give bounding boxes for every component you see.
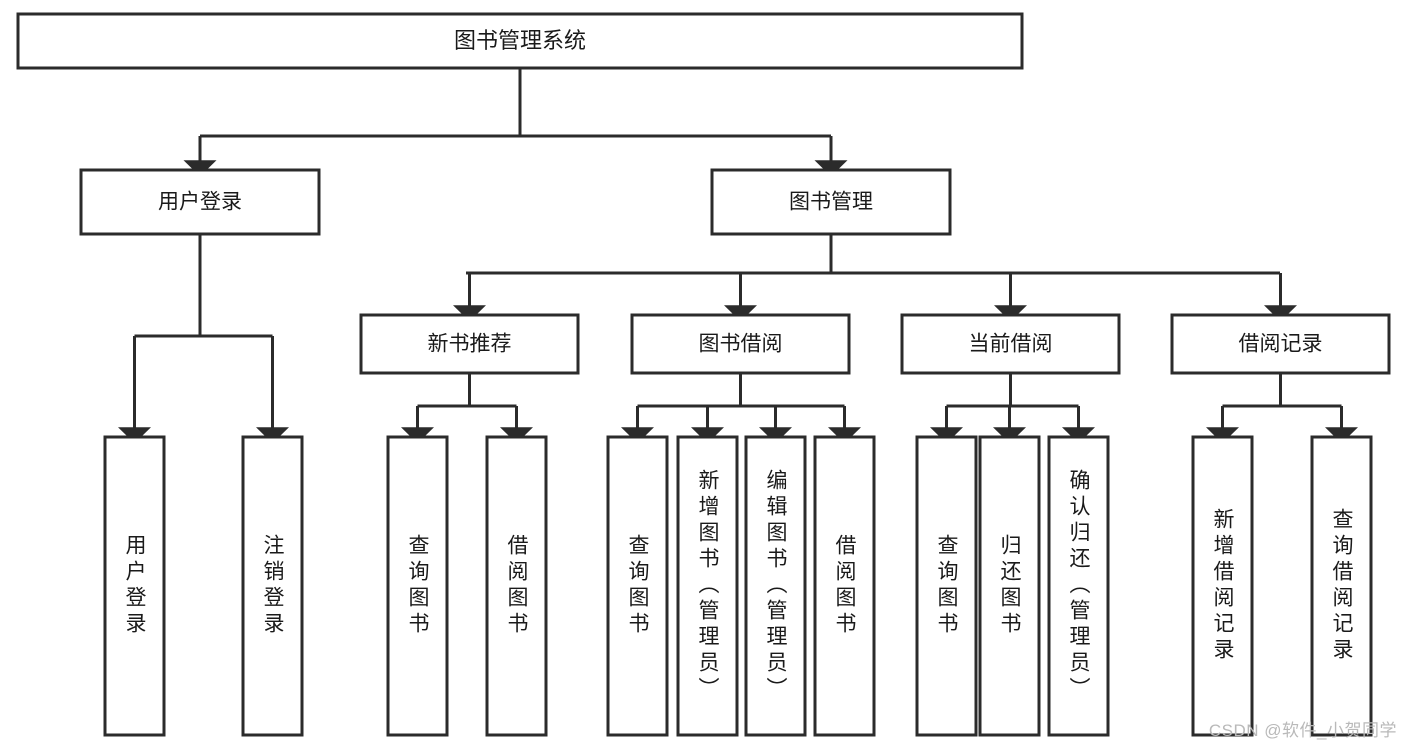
node-user-login[interactable]: 用户登录 bbox=[79, 168, 321, 236]
box-outline bbox=[978, 435, 1041, 737]
box-outline bbox=[241, 435, 304, 737]
leaf-leaf-confirm-return-admin[interactable] bbox=[1047, 435, 1110, 737]
leaf-leaf-return-book[interactable] bbox=[978, 435, 1041, 737]
leaf-leaf-edit-book-admin[interactable] bbox=[744, 435, 807, 737]
box-outline bbox=[744, 435, 807, 737]
leaf-leaf-user-logout[interactable] bbox=[241, 435, 304, 737]
box-outline bbox=[606, 435, 669, 737]
node-current-borrow[interactable]: 当前借阅 bbox=[900, 313, 1121, 375]
connector-layer bbox=[118, 68, 1358, 444]
node-new-book-recommend[interactable]: 新书推荐 bbox=[359, 313, 580, 375]
box-outline bbox=[630, 313, 851, 375]
box-outline bbox=[359, 313, 580, 375]
node-book-borrow[interactable]: 图书借阅 bbox=[630, 313, 851, 375]
node-label: 图书管理系统 bbox=[454, 28, 586, 53]
leaf-leaf-add-book-admin[interactable] bbox=[676, 435, 739, 737]
node-borrow-record[interactable]: 借阅记录 bbox=[1170, 313, 1391, 375]
box-outline bbox=[676, 435, 739, 737]
box-outline bbox=[485, 435, 548, 737]
watermark-text: CSDN @软件_小贺同学 bbox=[1208, 721, 1397, 740]
node-label: 借阅记录 bbox=[1239, 333, 1323, 356]
leaf-leaf-add-borrow-record[interactable] bbox=[1191, 435, 1254, 737]
node-label: 图书管理 bbox=[789, 191, 873, 214]
box-outline bbox=[900, 313, 1121, 375]
leaf-leaf-query-borrow-record[interactable] bbox=[1310, 435, 1373, 737]
box-outline bbox=[710, 168, 952, 236]
box-outline bbox=[1047, 435, 1110, 737]
node-label: 新书推荐 bbox=[428, 333, 512, 356]
box-outline bbox=[103, 435, 166, 737]
node-root[interactable]: 图书管理系统 bbox=[16, 12, 1024, 70]
box-outline bbox=[1170, 313, 1391, 375]
leaf-leaf-user-login[interactable] bbox=[103, 435, 166, 737]
box-outline bbox=[1191, 435, 1254, 737]
leaf-leaf-query-book-1[interactable] bbox=[386, 435, 449, 737]
box-outline bbox=[16, 12, 1024, 70]
leaf-leaf-query-book-2[interactable] bbox=[606, 435, 669, 737]
node-label: 当前借阅 bbox=[969, 333, 1053, 356]
box-outline bbox=[1310, 435, 1373, 737]
box-outline bbox=[915, 435, 978, 737]
leaf-leaf-borrow-book-2[interactable] bbox=[813, 435, 876, 737]
node-label: 图书借阅 bbox=[699, 333, 783, 356]
node-book-manage[interactable]: 图书管理 bbox=[710, 168, 952, 236]
box-outline bbox=[79, 168, 321, 236]
box-outline bbox=[386, 435, 449, 737]
node-label: 用户登录 bbox=[158, 191, 242, 214]
leaf-leaf-query-book-3[interactable] bbox=[915, 435, 978, 737]
leaf-leaf-borrow-book-1[interactable] bbox=[485, 435, 548, 737]
box-outline bbox=[813, 435, 876, 737]
